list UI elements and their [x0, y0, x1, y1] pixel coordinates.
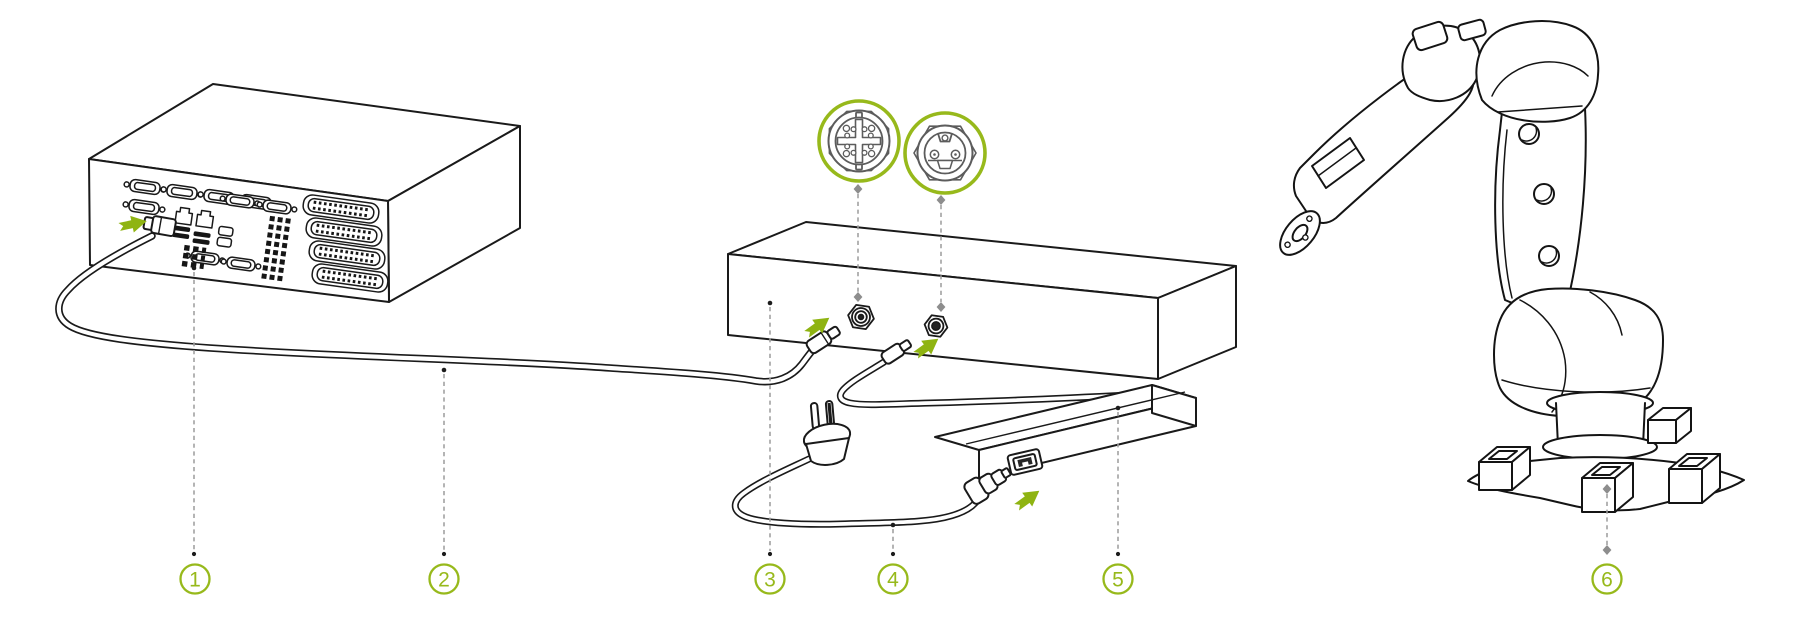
leader-diamond-icon [853, 184, 863, 194]
callout-1-label: 1 [189, 569, 201, 592]
leader-diamond-icon [936, 195, 946, 205]
insertion-arrow-1-icon [118, 215, 147, 233]
callout-leaders [193, 272, 1608, 551]
callout-3: 3 [754, 563, 786, 595]
robot-shoulder [1401, 18, 1600, 123]
power-m12-plug [880, 339, 912, 365]
m12-power-connector-icon [913, 124, 977, 182]
industrial-pc [88, 83, 521, 303]
robot-arm [1279, 18, 1745, 513]
pc-card-slots [302, 194, 389, 293]
callouts: 1 2 3 4 5 6 [179, 563, 1623, 595]
detail-view-ethernet [817, 99, 901, 183]
control-box-power-jack [923, 314, 949, 338]
control-box [727, 221, 1237, 380]
wall-plug [802, 400, 852, 466]
pc-pin-grid-tall [261, 215, 291, 284]
robot-arm-holes [1518, 123, 1560, 267]
insertion-arrow-2-icon [804, 317, 830, 338]
robot-tool-flange [1279, 210, 1321, 256]
leader-diamond-icon [853, 292, 863, 302]
callout-4-label: 4 [887, 569, 899, 592]
ethernet-cable [55, 232, 822, 386]
robot-upper-arm [1494, 107, 1587, 307]
pc-pin-grid-small [181, 244, 207, 270]
callout-4: 4 [877, 563, 909, 595]
insertion-arrow-4-icon [1014, 490, 1040, 511]
callout-leader-dots [191, 265, 1121, 557]
callout-1: 1 [179, 563, 211, 595]
power-adapter-inlet [1006, 448, 1044, 476]
callout-5-label: 5 [1112, 569, 1124, 592]
ethernet-m12-plug [805, 325, 841, 355]
ac-cord [731, 455, 987, 528]
callout-6: 6 [1591, 563, 1623, 595]
callout-6-label: 6 [1601, 569, 1613, 592]
callout-2: 2 [428, 563, 460, 595]
pc-usb-ports [172, 225, 211, 245]
callout-2-label: 2 [438, 569, 450, 592]
pc-cable-plug [142, 215, 177, 237]
detail-leader-b [936, 195, 946, 312]
leader-diamond-icon [936, 302, 946, 312]
detail-view-power [903, 111, 987, 195]
robot-pedestal [1542, 391, 1658, 460]
robot-base-blocks [1478, 407, 1721, 513]
detail-leader-a [853, 184, 863, 302]
control-box-ethernet-jack [847, 304, 875, 330]
callout-5: 5 [1102, 563, 1134, 595]
m12-x-coded-ethernet-connector-icon [827, 109, 891, 173]
ac-molded-plug [963, 467, 1012, 505]
callout-3-label: 3 [764, 569, 776, 592]
callout-leader-diamonds [1602, 484, 1612, 555]
insertion-arrow-3-icon [913, 338, 939, 359]
power-adapter [934, 384, 1197, 479]
pc-ethernet-ports [174, 206, 215, 229]
pc-rear-panel [122, 178, 389, 293]
